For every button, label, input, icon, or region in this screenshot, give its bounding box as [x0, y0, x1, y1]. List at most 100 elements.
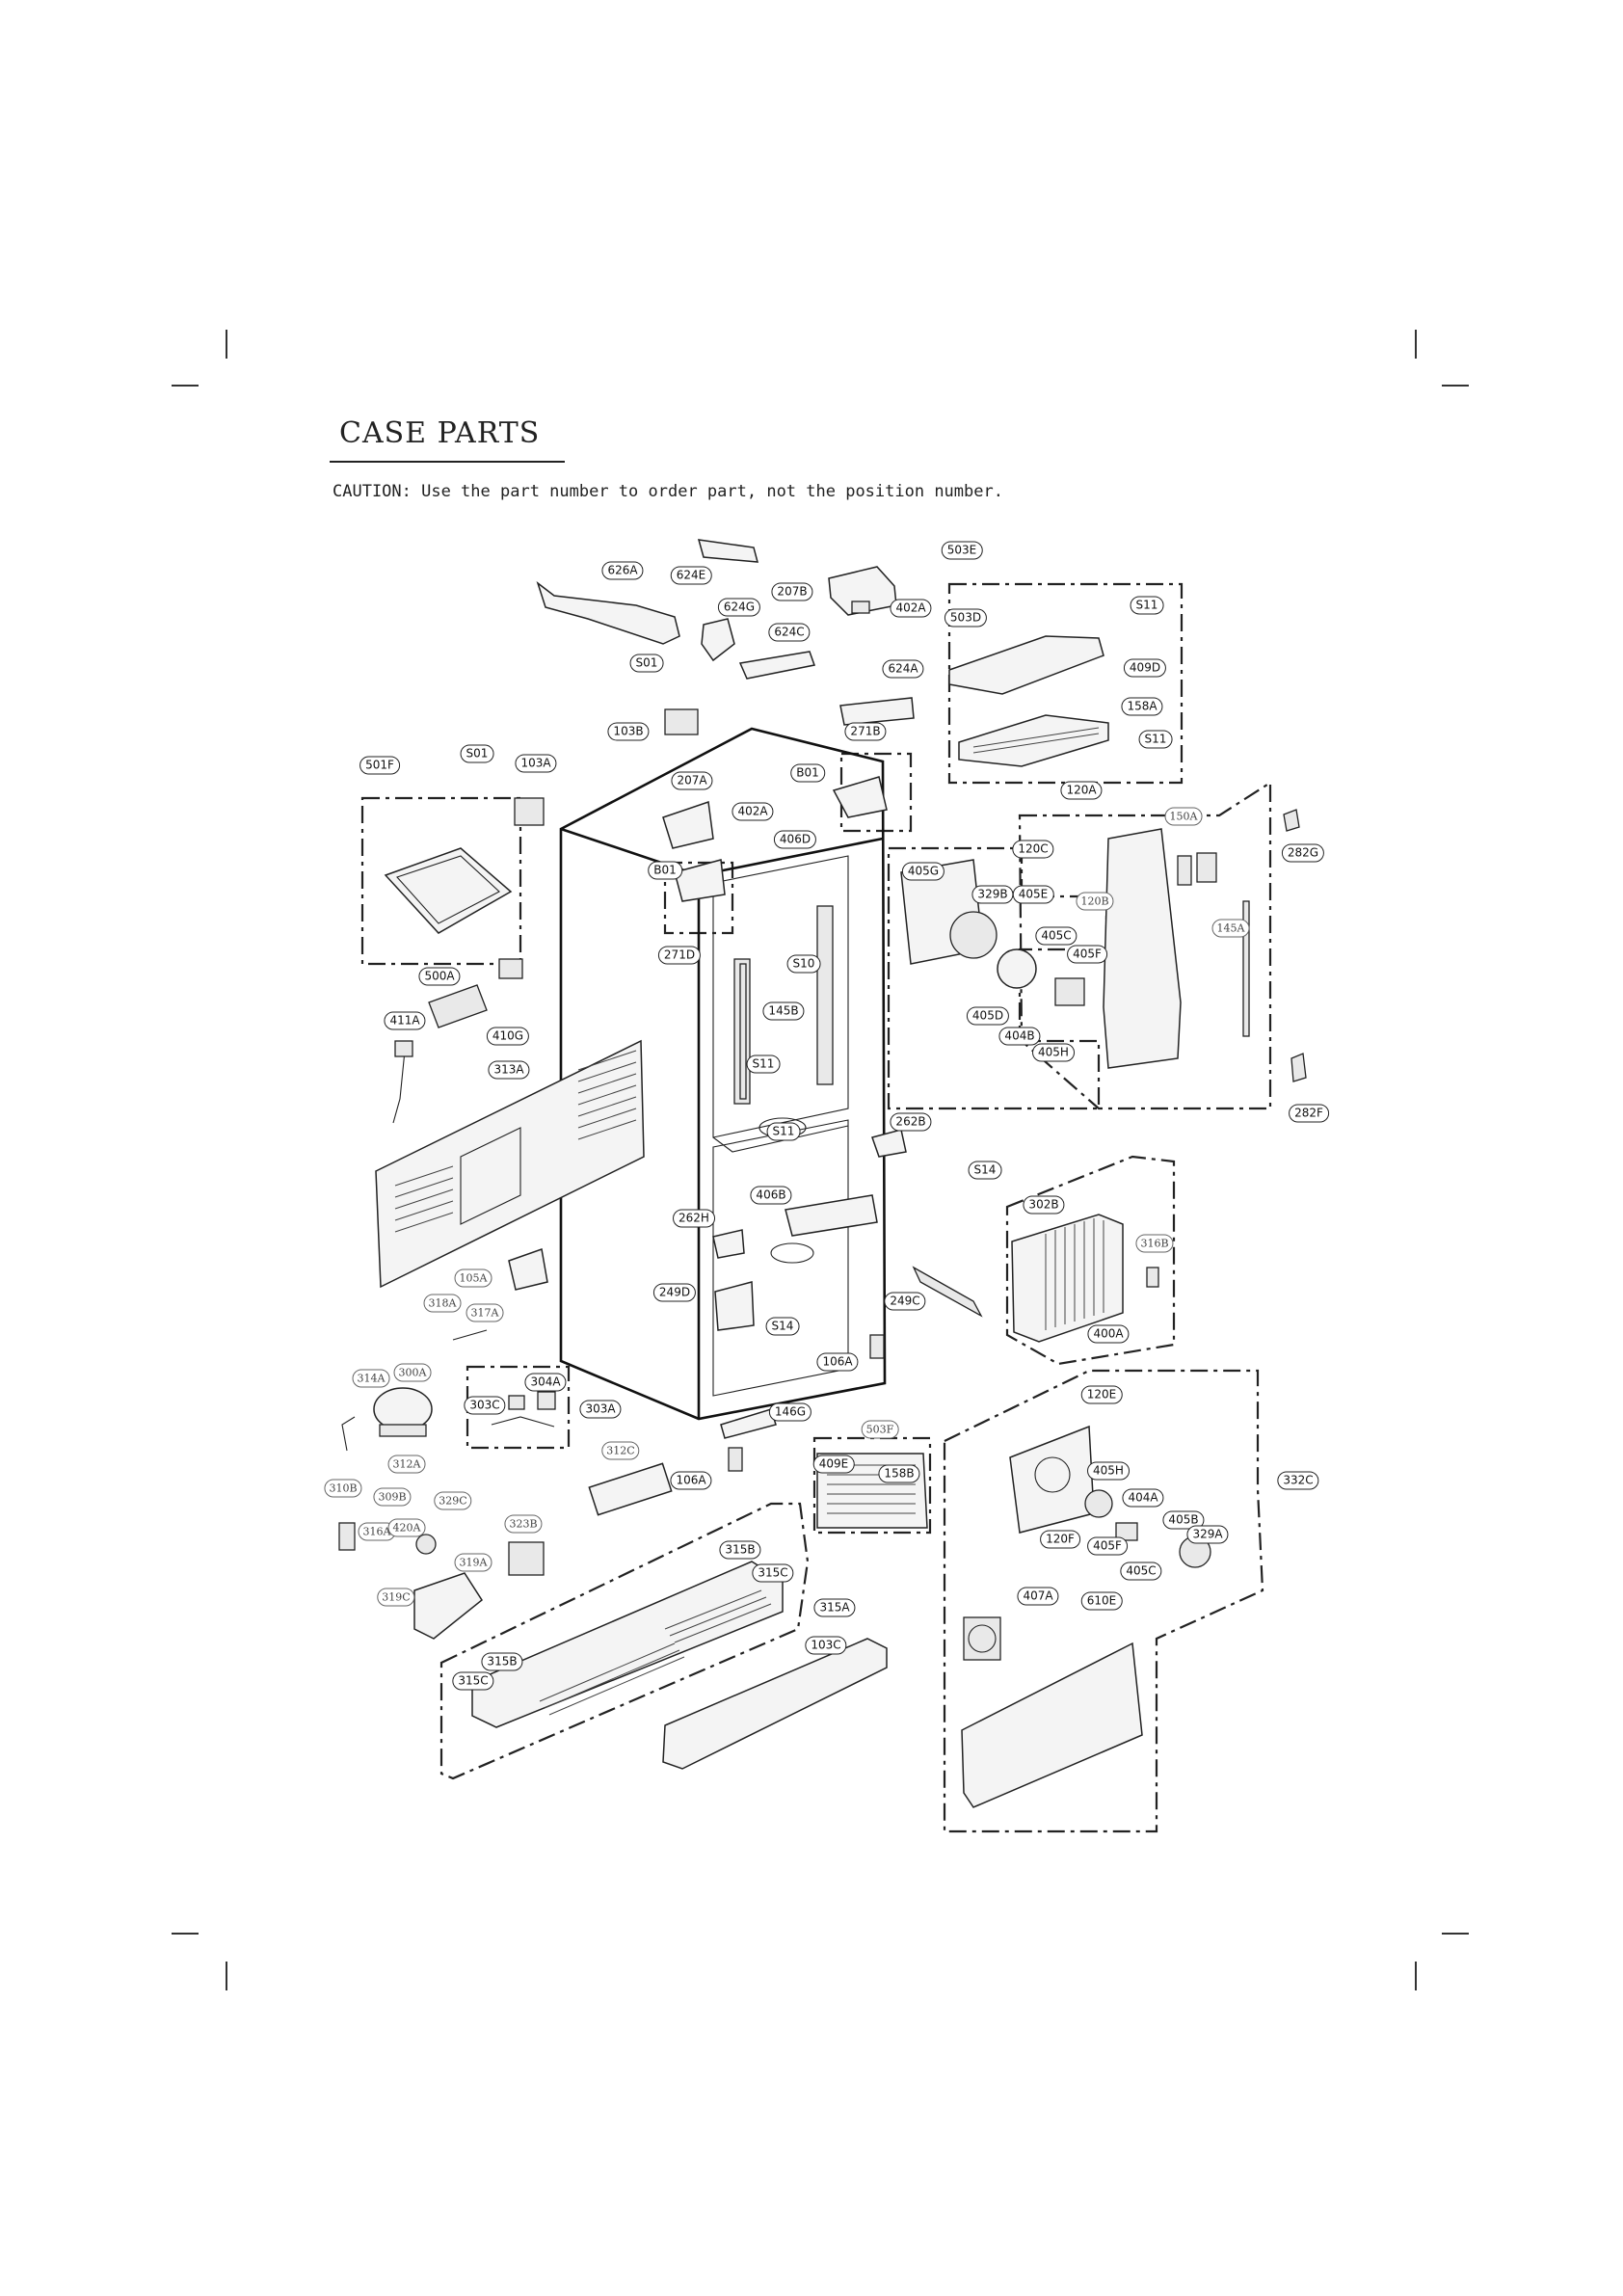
callout-402a: 402A: [732, 802, 774, 821]
callout-405g: 405G: [901, 862, 945, 881]
rail-406b: [785, 1194, 878, 1237]
callout-405b: 405B: [1162, 1510, 1205, 1530]
cord-plug: [394, 1040, 413, 1057]
relay-303c: [508, 1395, 525, 1410]
drawer-cover-grille: [827, 1464, 916, 1514]
callout-s11: S11: [766, 1122, 801, 1141]
callout-s11: S11: [746, 1055, 781, 1074]
pipe-310b: [341, 1416, 356, 1452]
fan-motor-420a: [415, 1534, 437, 1555]
callout-106a: 106A: [816, 1352, 859, 1372]
overload-304a: [537, 1391, 556, 1410]
heater-316b: [1146, 1267, 1159, 1288]
group-box-evaporator: [1005, 1155, 1176, 1366]
shelf-rail-right: [816, 905, 834, 1085]
callout-405c: 405C: [1035, 926, 1078, 946]
callout-262b: 262B: [890, 1112, 932, 1132]
thermistor-145a: [1242, 900, 1250, 1037]
roller-624a: [839, 697, 915, 726]
callout-405c: 405C: [1120, 1562, 1162, 1581]
callout-329a: 329A: [1186, 1525, 1229, 1544]
duct-120a: [1103, 828, 1182, 1069]
callout-503f: 503F: [861, 1420, 899, 1439]
callout-146g: 146G: [768, 1402, 812, 1422]
callout-323b: 323B: [504, 1514, 543, 1534]
fan-bracket-319a: [413, 1572, 483, 1640]
callout-503e: 503E: [941, 541, 983, 560]
callout-315a: 315A: [813, 1598, 856, 1617]
callout-120b: 120B: [1076, 892, 1114, 911]
group-box-top-right: [947, 582, 1184, 785]
callout-610e: 610E: [1080, 1591, 1123, 1611]
callout-410g: 410G: [486, 1027, 530, 1046]
group-box-lower-fan: [943, 1369, 1264, 1833]
callout-s01: S01: [460, 744, 494, 763]
relay-box: [498, 958, 523, 979]
callout-405h: 405H: [1032, 1043, 1075, 1062]
group-box-compressor-wiring: [466, 1365, 571, 1450]
callout-282f: 282F: [1289, 1104, 1329, 1123]
callout-319a: 319A: [454, 1553, 492, 1572]
rear-cover-610e: [961, 1642, 1143, 1808]
wire-harness: [491, 1416, 555, 1428]
crop-mark: [1415, 1962, 1417, 1990]
callout-503d: 503D: [944, 608, 988, 627]
callout-314a: 314A: [352, 1369, 390, 1388]
callout-312a: 312A: [387, 1455, 426, 1474]
group-box-left-door: [360, 796, 522, 966]
cover-105a: [508, 1247, 548, 1291]
callout-120e: 120E: [1080, 1385, 1123, 1404]
callout-s14: S14: [765, 1317, 800, 1336]
callout-249d: 249D: [652, 1283, 697, 1302]
callout-624e: 624E: [670, 566, 712, 585]
rail-624c: [738, 651, 815, 680]
bracket-249d: [714, 1281, 755, 1331]
condenser-fan-cover-323b: [508, 1541, 545, 1576]
cap-402a: [851, 601, 870, 614]
shelf-rail-inner: [739, 963, 747, 1100]
back-cover-313a: [375, 1039, 645, 1289]
front-cover-103c: [662, 1638, 888, 1770]
callout-315b: 315B: [719, 1540, 761, 1560]
drain-hose-318a: [452, 1329, 488, 1341]
callout-271d: 271D: [657, 946, 702, 965]
callout-407a: 407A: [1017, 1587, 1059, 1606]
callout-304a: 304A: [524, 1373, 567, 1392]
callout-120a: 120A: [1060, 781, 1103, 800]
callout-300a: 300A: [393, 1363, 432, 1382]
leg-106a-upper: [869, 1334, 885, 1359]
machine-base-315a: [471, 1561, 784, 1728]
callout-315b: 315B: [481, 1652, 523, 1671]
callout-207b: 207B: [771, 582, 813, 601]
crop-mark: [1442, 385, 1469, 387]
page-title: CASE PARTS: [339, 416, 541, 450]
callout-s11: S11: [1138, 730, 1173, 749]
callout-158a: 158A: [1121, 697, 1163, 716]
leg-106a: [728, 1447, 743, 1472]
crop-mark: [1415, 330, 1417, 359]
strip-249c: [912, 1266, 983, 1318]
callout-624g: 624G: [717, 598, 761, 617]
callout-103a: 103A: [515, 754, 557, 773]
callout-402a: 402A: [890, 599, 932, 618]
callout-405h: 405H: [1087, 1461, 1130, 1481]
callout-310b: 310B: [324, 1479, 362, 1498]
bracket-207a: [662, 800, 714, 849]
callout-249c: 249C: [884, 1292, 926, 1311]
pcb-500a: [428, 984, 488, 1028]
callout-411a: 411A: [384, 1011, 426, 1030]
callout-312c: 312C: [601, 1441, 640, 1460]
callout-316b: 316B: [1135, 1234, 1174, 1253]
duct-cover: [1196, 852, 1217, 883]
callout-145b: 145B: [762, 1001, 805, 1021]
callout-158b: 158B: [878, 1464, 920, 1483]
callout-271b: 271B: [844, 722, 887, 741]
hinge-262h: [712, 1229, 745, 1259]
base-vents: [539, 1589, 772, 1716]
crop-mark: [172, 1933, 199, 1935]
bracket-146g: [720, 1408, 777, 1439]
block-103a: [514, 797, 545, 826]
callout-500a: 500A: [418, 967, 461, 986]
callout-s11: S11: [1130, 596, 1164, 615]
evaporator-302b: [1011, 1214, 1124, 1343]
